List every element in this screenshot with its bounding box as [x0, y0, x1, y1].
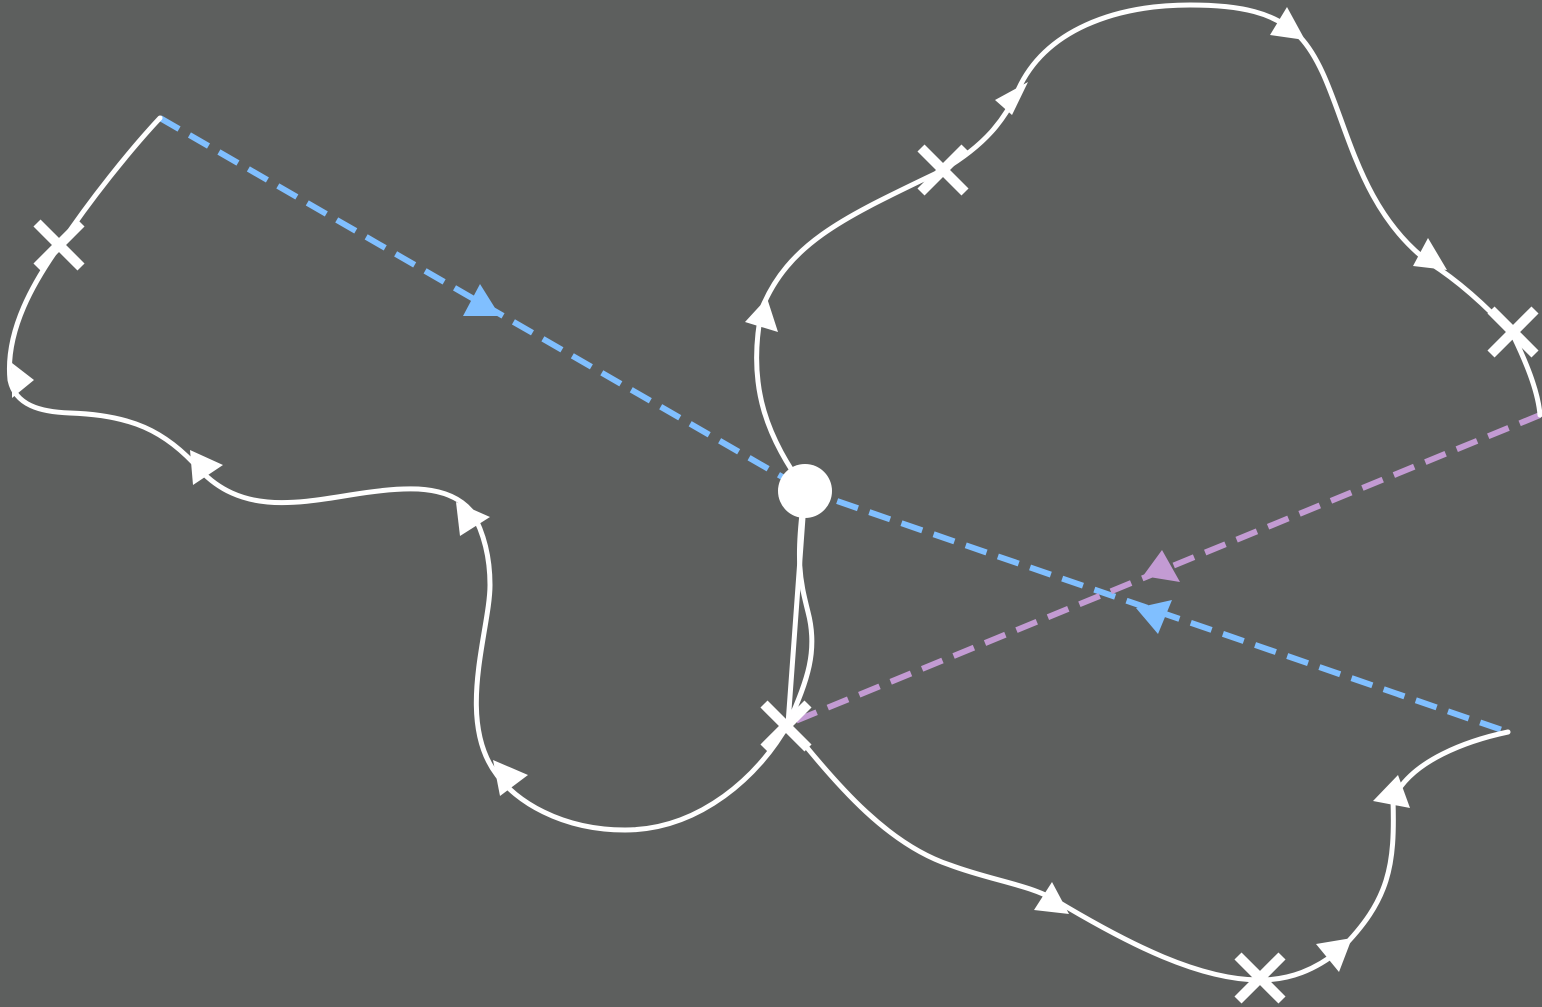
arrow-icon: [1373, 775, 1410, 808]
cross-icon: [760, 700, 812, 752]
arrow-icon: [1413, 238, 1447, 270]
contour-left-loop: [6, 115, 808, 833]
arrow-icon: [1136, 600, 1172, 634]
arrow-icon: [463, 284, 500, 316]
dashed-line-blue-lower: [804, 487, 1509, 735]
arrow-icon: [1270, 7, 1305, 40]
cross-icon: [917, 144, 969, 196]
dashed-line-blue-upper: [158, 115, 807, 493]
dashed-lines: [158, 115, 1542, 735]
arrow-icon: [456, 502, 490, 536]
vertex-dot: [778, 464, 832, 518]
cross-markers: [33, 144, 1539, 1004]
cross-icon: [33, 219, 85, 271]
arrow-icon: [995, 82, 1028, 115]
arrow-icon: [493, 760, 528, 796]
cross-icon: [1487, 306, 1539, 358]
contour-top-right-loop: [754, 2, 1542, 493]
arrow-icon: [745, 298, 778, 332]
arrow-icon: [1316, 938, 1352, 972]
contour-center-stem: [785, 487, 815, 727]
arrow-icon: [1034, 882, 1069, 914]
cross-icon: [1234, 952, 1286, 1004]
arrow-icon: [12, 363, 34, 398]
arrow-icon: [1143, 550, 1180, 582]
arrowheads-white: [12, 7, 1447, 972]
arrow-icon: [190, 450, 223, 485]
arrowheads-colored: [463, 284, 1180, 634]
